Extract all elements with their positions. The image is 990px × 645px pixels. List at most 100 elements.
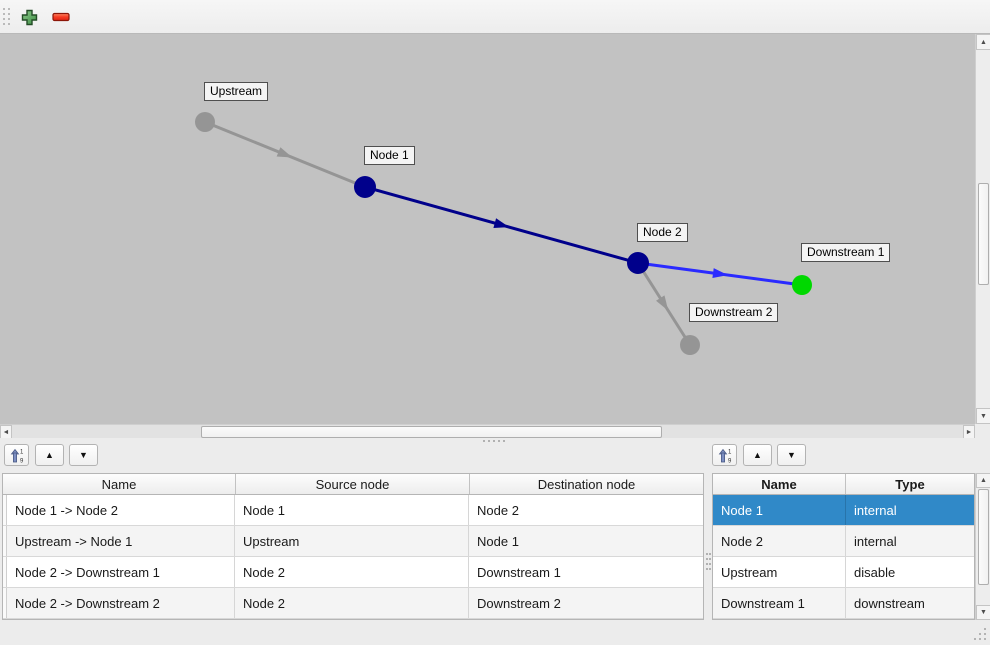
canvas-vscroll-thumb[interactable] xyxy=(978,183,989,285)
table-cell[interactable]: Node 1 xyxy=(713,495,846,525)
scroll-up-button[interactable]: ▲ xyxy=(976,473,990,488)
table-cell[interactable]: Upstream -> Node 1 xyxy=(7,526,235,556)
edge-arrow-icon xyxy=(712,268,728,279)
table-cell[interactable]: Node 1 -> Node 2 xyxy=(7,495,235,525)
scroll-left-icon: ◄ xyxy=(2,428,10,436)
down-triangle-icon: ▼ xyxy=(79,450,88,460)
table-cell[interactable]: Node 2 xyxy=(477,502,519,518)
nodes-sort-button[interactable]: 1 9 xyxy=(712,444,737,466)
graph-node-upstream[interactable] xyxy=(195,112,215,132)
node-label-node2[interactable]: Node 2 xyxy=(637,223,688,242)
canvas-hscroll-thumb[interactable] xyxy=(201,426,662,438)
scroll-up-icon: ▲ xyxy=(980,38,987,46)
scroll-down-button[interactable]: ▼ xyxy=(976,408,990,424)
scroll-down-icon: ▼ xyxy=(980,609,987,616)
svg-text:1: 1 xyxy=(728,449,732,455)
graph-node-downstream2[interactable] xyxy=(680,335,700,355)
graph-node-node2[interactable] xyxy=(627,252,649,274)
table-row[interactable]: Upstream disable xyxy=(713,557,974,588)
table-row[interactable]: Downstream 1 downstream xyxy=(713,588,974,619)
table-cell[interactable]: internal xyxy=(854,533,897,549)
graph-node-node1[interactable] xyxy=(354,176,376,198)
graph-svg xyxy=(195,112,812,355)
node-label-downstream1[interactable]: Downstream 1 xyxy=(801,243,891,262)
toolbar-drag-handle[interactable] xyxy=(3,8,11,26)
nodes-table-vscrollbar[interactable]: ▲ ▼ xyxy=(975,473,990,620)
node-label-downstream2[interactable]: Downstream 2 xyxy=(689,303,779,322)
table-cell[interactable]: Upstream xyxy=(713,557,846,587)
column-header[interactable]: Name xyxy=(3,474,236,494)
table-cell[interactable]: internal xyxy=(854,502,897,518)
table-cell[interactable]: Downstream 2 xyxy=(477,595,561,611)
minus-icon xyxy=(52,12,70,22)
table-cell[interactable]: Node 2 -> Downstream 1 xyxy=(7,557,235,587)
down-triangle-icon: ▼ xyxy=(787,450,796,460)
edge-arrow-icon xyxy=(656,295,669,311)
row-header-strip xyxy=(3,495,7,525)
graph-node-downstream1[interactable] xyxy=(792,275,812,295)
node-label-node1[interactable]: Node 1 xyxy=(364,146,415,165)
table-cell[interactable]: Downstream 1 xyxy=(713,588,846,618)
scroll-right-button[interactable]: ► xyxy=(963,425,975,439)
table-cell[interactable]: Node 2 xyxy=(235,588,469,618)
table-cell[interactable]: Node 1 xyxy=(235,495,469,525)
column-header[interactable]: Source node xyxy=(236,474,470,494)
node-label-upstream[interactable]: Upstream xyxy=(204,82,269,101)
table-row[interactable]: Node 1 internal xyxy=(713,495,974,526)
horizontal-splitter[interactable] xyxy=(0,438,990,444)
nodes-move-up-button[interactable]: ▲ xyxy=(743,444,772,466)
column-header[interactable]: Type xyxy=(895,476,925,492)
scroll-left-button[interactable]: ◄ xyxy=(0,425,12,439)
nodes-move-down-button[interactable]: ▼ xyxy=(777,444,806,466)
add-node-button[interactable] xyxy=(16,5,42,29)
svg-text:9: 9 xyxy=(728,458,732,463)
main-toolbar xyxy=(0,0,990,34)
sort-ascending-icon: 1 9 xyxy=(10,448,24,463)
scroll-up-icon: ▲ xyxy=(980,477,987,484)
up-triangle-icon: ▲ xyxy=(753,450,762,460)
table-cell[interactable]: Node 2 xyxy=(235,557,469,587)
splitter-grip-dots xyxy=(483,440,507,443)
scroll-up-button[interactable]: ▲ xyxy=(976,34,990,50)
edges-move-up-button[interactable]: ▲ xyxy=(35,444,64,466)
edges-sort-button[interactable]: 1 9 xyxy=(4,444,29,466)
table-cell[interactable]: Node 2 -> Downstream 2 xyxy=(7,588,235,618)
scroll-down-icon: ▼ xyxy=(980,412,987,420)
up-triangle-icon: ▲ xyxy=(45,450,54,460)
table-row[interactable]: Node 2 internal xyxy=(713,526,974,557)
canvas-hscrollbar[interactable]: ◄ ► xyxy=(0,424,975,439)
resize-grip[interactable] xyxy=(974,628,988,642)
table-cell[interactable]: Downstream 1 xyxy=(477,564,561,580)
node_table-header-row: Name Type xyxy=(713,474,974,495)
plus-icon xyxy=(21,9,37,25)
splitter-grip-dots xyxy=(706,553,711,575)
table-cell[interactable]: downstream xyxy=(854,595,925,611)
scrollbar-corner xyxy=(975,424,990,438)
column-header[interactable]: Name xyxy=(713,474,846,494)
remove-node-button[interactable] xyxy=(48,5,74,29)
column-header[interactable]: Destination node xyxy=(537,476,636,492)
panel-splitter[interactable] xyxy=(704,473,712,620)
table-cell[interactable]: disable xyxy=(854,564,896,580)
nodes-table-vscroll-thumb[interactable] xyxy=(978,489,989,585)
edges-move-down-button[interactable]: ▼ xyxy=(69,444,98,466)
row-header-strip xyxy=(3,526,7,556)
svg-text:9: 9 xyxy=(20,458,24,463)
edge-arrow-icon xyxy=(276,147,293,158)
table-cell[interactable]: Upstream xyxy=(235,526,469,556)
row-header-strip xyxy=(3,588,7,618)
table-cell[interactable]: Node 1 xyxy=(477,533,519,549)
row-header-strip xyxy=(3,557,7,587)
edge-arrow-icon xyxy=(493,218,510,228)
table-cell[interactable]: Node 2 xyxy=(713,526,846,556)
scroll-down-button[interactable]: ▼ xyxy=(976,605,990,620)
canvas-vscrollbar[interactable]: ▲ ▼ xyxy=(975,34,990,424)
